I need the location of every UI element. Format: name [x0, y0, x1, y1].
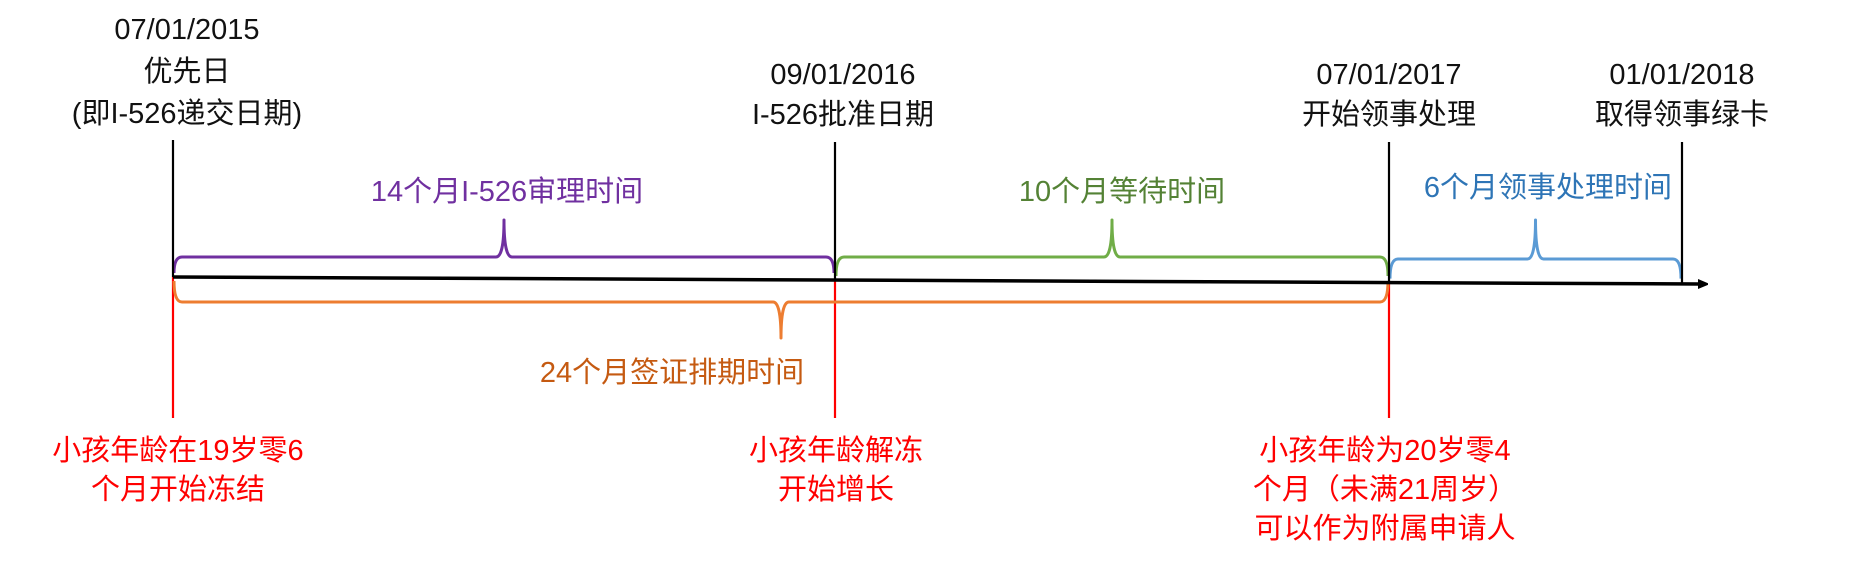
note-eligible-line3: 可以作为附属申请人	[1254, 513, 1516, 545]
milestone-3-date: 07/01/2017	[1316, 59, 1462, 91]
milestone-1-label: 优先日	[143, 56, 231, 88]
note-eligible-line1: 小孩年龄为20岁零4	[1259, 435, 1511, 467]
span-brace-2	[834, 218, 1390, 277]
milestone-4-date: 01/01/2018	[1609, 59, 1755, 91]
note-eligible-line2: 个月（未满21周岁）	[1252, 474, 1518, 506]
milestone-1-sublabel: (即I-526递交日期)	[71, 98, 303, 130]
span-label-visa-queue: 24个月签证排期时间	[539, 357, 805, 389]
span-label-waiting: 10个月等待时间	[1018, 176, 1226, 208]
milestone-2-date: 09/01/2016	[770, 59, 916, 91]
span-brace-4	[172, 281, 1390, 340]
note-unfreeze-line2: 开始增长	[777, 474, 895, 506]
milestone-4-label: 取得领事绿卡	[1594, 99, 1770, 131]
milestone-1-date: 07/01/2015	[114, 14, 260, 46]
span-label-consular: 6个月领事处理时间	[1423, 172, 1673, 204]
span-brace-1	[172, 218, 836, 274]
note-freeze-line2: 个月开始冻结	[90, 474, 266, 506]
note-unfreeze-line1: 小孩年龄解冻	[748, 435, 924, 467]
timeline-axis-arrow	[172, 275, 1700, 284]
span-brace-3	[1388, 218, 1683, 279]
span-label-i526-review: 14个月I-526审理时间	[370, 176, 644, 208]
milestone-3-label: 开始领事处理	[1301, 99, 1477, 131]
milestone-2-label: I-526批准日期	[751, 99, 935, 131]
note-freeze-line1: 小孩年龄在19岁零6	[52, 435, 304, 467]
